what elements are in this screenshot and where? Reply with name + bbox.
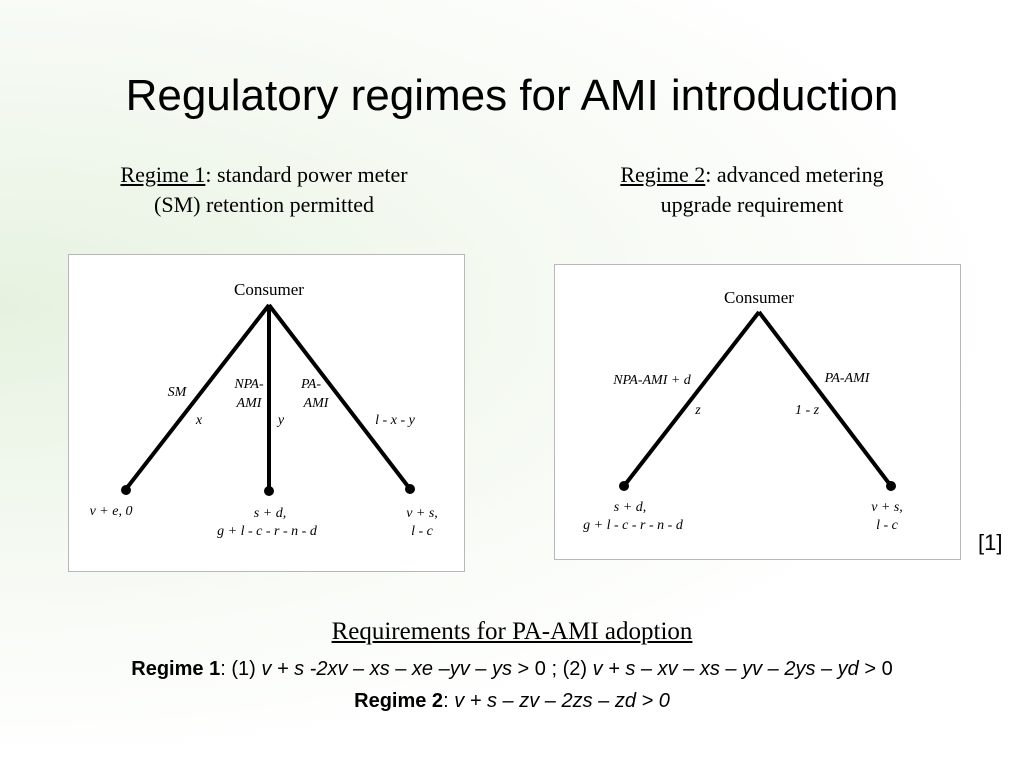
regime-1-desc-line2: (SM) retention permitted [154, 192, 374, 217]
tree2-prob-z: z [694, 403, 701, 418]
regime-1-requirement: Regime 1: (1) v + s -2xv – xs – xe –yv –… [0, 658, 1024, 681]
tree1-payoff-mid-1: s + d, [254, 506, 286, 521]
regime-1-label: Regime 1 [120, 162, 206, 187]
req2-expr: v + s – zv – 2zs – zd > 0 [454, 690, 670, 712]
tree1-prob-x: x [195, 413, 203, 428]
tree2-payoff-right-1: v + s, [871, 500, 903, 515]
tree2-branch-npa [622, 310, 761, 488]
req1-expr1: v + s -2xv – xs – xe –yv – ys [261, 658, 512, 680]
tree2-label-npa: NPA-AMI + d [612, 373, 692, 388]
req2-label: Regime 2 [354, 690, 444, 712]
tree1-branch-pa [267, 303, 412, 491]
req1-expr2: v + s – xv – xs – yv – 2ys – yd [592, 658, 859, 680]
req1-gt1: > 0 ; (2) [511, 658, 593, 680]
req1-sep: : (1) [220, 658, 262, 680]
regime-2-decision-tree: Consumer NPA-AMI + d z PA-AMI 1 - z s + … [554, 264, 961, 560]
slide-title: Regulatory regimes for AMI introduction [125, 71, 899, 120]
tree2-prob-rest: 1 - z [795, 403, 820, 418]
reference-citation: [1] [978, 530, 1003, 555]
tree1-payoff-mid-2: g + l - c - r - n - d [217, 524, 318, 539]
tree1-node-left [121, 485, 131, 495]
tree2-payoff-right-2: l - c [876, 518, 899, 533]
tree1-prob-rest: l - x - y [375, 413, 415, 428]
tree2-node-right [886, 481, 896, 491]
req1-gt2: > 0 [858, 658, 893, 680]
requirements-title: Requirements for PA-AMI adoption [331, 618, 693, 645]
regime-2-heading: Regime 2: advanced metering upgrade requ… [552, 160, 952, 220]
tree1-branch-sm [124, 303, 271, 491]
tree2-label-pa: PA-AMI [824, 371, 871, 386]
tree1-node-right [405, 484, 415, 494]
tree2-node-left [619, 481, 629, 491]
tree1-payoff-right-2: l - c [411, 524, 434, 539]
regime-2-tree-svg: Consumer NPA-AMI + d z PA-AMI 1 - z s + … [583, 288, 903, 533]
regime-2-label: Regime 2 [620, 162, 706, 187]
req1-label: Regime 1 [131, 658, 221, 680]
regime-1-decision-tree: Consumer SM x NPA- AMI y PA- AMI l - x -… [68, 254, 465, 572]
tree1-label-npa-2: AMI [236, 396, 263, 411]
tree1-payoff-left: v + e, 0 [90, 504, 133, 519]
tree2-payoff-left-1: s + d, [614, 500, 646, 515]
tree1-node-mid [264, 486, 274, 496]
regime-1-heading: Regime 1: standard power meter (SM) rete… [64, 160, 464, 220]
tree1-root-label: Consumer [234, 280, 304, 299]
tree1-label-pa-2: AMI [303, 396, 330, 411]
tree2-branch-pa [757, 310, 893, 488]
tree2-root-label: Consumer [724, 288, 794, 307]
regime-1-tree-svg: Consumer SM x NPA- AMI y PA- AMI l - x -… [90, 280, 438, 539]
regime-1-desc-line1: : standard power meter [205, 162, 408, 187]
regime-2-desc-line2: upgrade requirement [660, 192, 844, 217]
tree1-label-pa-1: PA- [300, 377, 321, 392]
tree1-label-npa-1: NPA- [233, 377, 264, 392]
regime-2-desc-line1: : advanced metering [705, 162, 884, 187]
tree1-payoff-right-1: v + s, [406, 506, 438, 521]
tree2-payoff-left-2: g + l - c - r - n - d [583, 518, 684, 533]
req2-sep: : [443, 690, 455, 712]
tree1-label-sm: SM [168, 385, 188, 400]
tree1-prob-y: y [276, 413, 285, 428]
regime-2-requirement: Regime 2: v + s – zv – 2zs – zd > 0 [0, 690, 1024, 713]
